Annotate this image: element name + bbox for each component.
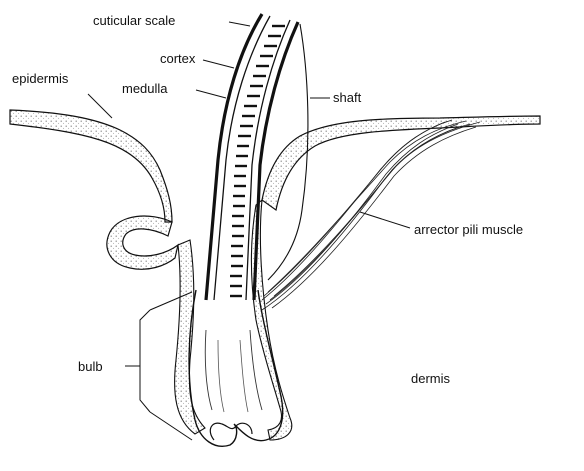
label-arrector-pili-muscle: arrector pili muscle (414, 223, 523, 236)
label-cortex: cortex (160, 52, 195, 65)
sebaceous-pouch (107, 216, 178, 269)
epidermis-left (10, 110, 172, 222)
label-cuticular-scale: cuticular scale (93, 14, 175, 27)
dermal-papilla (210, 423, 252, 440)
label-shaft: shaft (333, 91, 361, 104)
label-bulb: bulb (78, 360, 103, 373)
label-epidermis: epidermis (12, 72, 68, 85)
label-dermis: dermis (411, 372, 450, 385)
label-medulla: medulla (122, 82, 168, 95)
